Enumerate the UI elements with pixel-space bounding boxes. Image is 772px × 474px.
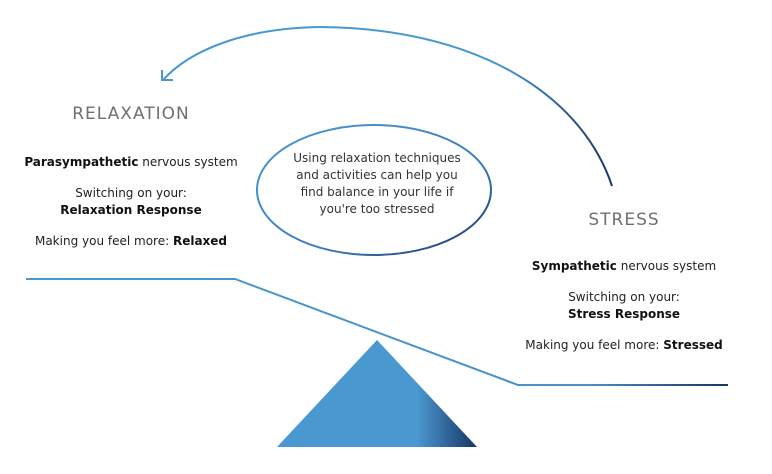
stress-feel-value: Stressed	[663, 338, 723, 352]
center-note-line: and activities can help you	[296, 168, 458, 182]
relaxation-panel: RELAXATION Parasympathetic nervous syste…	[14, 104, 248, 250]
arrow-head-icon	[161, 70, 173, 81]
stress-switching-label: Switching on your:	[568, 290, 680, 304]
center-note-line: Using relaxation techniques	[293, 151, 461, 165]
relaxation-feel-value: Relaxed	[172, 234, 228, 248]
stress-system: Sympathetic nervous system	[508, 258, 740, 275]
relaxation-heading: RELAXATION	[72, 104, 190, 124]
relaxation-response: Relaxation Response	[60, 203, 202, 217]
stress-system-name: Sympathetic	[531, 259, 617, 273]
curved-arrow-icon	[162, 25, 613, 187]
center-note-line: you're too stressed	[319, 202, 435, 216]
fulcrum-triangle-icon	[277, 340, 477, 447]
stress-feel-label: Making you feel more:	[525, 338, 664, 352]
stress-feel: Making you feel more: Stressed	[508, 337, 740, 354]
relaxation-system: Parasympathetic nervous system	[14, 154, 248, 171]
relaxation-feel: Making you feel more: Relaxed	[14, 233, 248, 250]
center-note: Using relaxation techniques and activiti…	[268, 150, 486, 218]
relaxation-system-name: Parasympathetic	[24, 155, 139, 169]
relaxation-system-suffix: nervous system	[138, 155, 238, 169]
balance-beam	[26, 278, 728, 386]
relaxation-switching-label: Switching on your:	[75, 186, 187, 200]
stress-system-suffix: nervous system	[616, 259, 717, 273]
center-note-ellipse	[256, 124, 492, 256]
relaxation-feel-label: Making you feel more:	[34, 234, 173, 248]
stress-heading: STRESS	[588, 210, 660, 230]
stress-response: Stress Response	[567, 307, 681, 321]
center-note-line: find balance in your life if	[300, 185, 454, 199]
stress-panel: STRESS Sympathetic nervous system Switch…	[508, 210, 740, 354]
